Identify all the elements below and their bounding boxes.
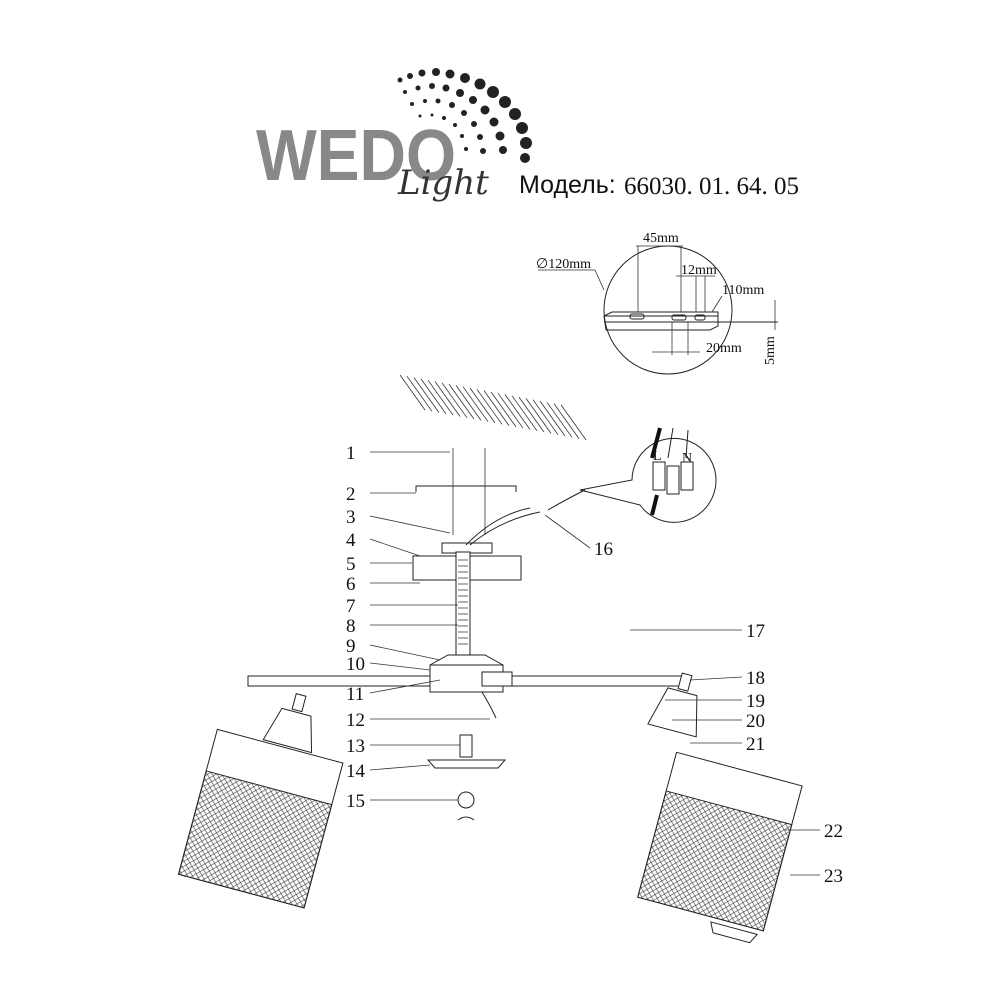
callout-9: 9 [346,636,356,657]
hatch-line [560,404,587,441]
callout-13: 13 [346,736,365,757]
hatch-line [518,396,545,433]
hatch-line [539,400,566,437]
hatch-line [413,377,440,413]
callout-20: 20 [746,711,765,732]
hatch-line [469,387,496,424]
callout-16: 16 [594,539,613,560]
fixture-assembly [177,448,803,944]
hatch-line [546,402,573,438]
callout-14: 14 [346,761,366,782]
hatch-line [483,390,510,426]
callout-8: 8 [346,616,356,637]
leader-line [369,764,431,771]
hatch-line [462,386,489,422]
hatch-line [553,403,580,439]
callout-17: 17 [746,621,765,642]
live-terminal-label: L [653,449,662,464]
callout-19: 19 [746,691,765,712]
dim-hole-spacing: 45mm [643,231,679,246]
wiring-detail: L N [547,427,717,523]
svg-text:Light: Light [397,163,489,203]
callout-7: 7 [346,596,356,617]
callout-15: 15 [346,791,365,812]
hatch-line [490,391,517,428]
hatch-line [532,399,559,435]
leader-line [369,644,441,661]
hatch-line [420,378,447,415]
hatch-line [427,379,454,416]
leader-line [369,662,431,671]
hatch-line [434,381,461,417]
model-number: 66030. 01. 64. 05 [624,173,799,200]
hatch-line [525,398,552,434]
hatch-line [455,385,482,421]
callout-10: 10 [346,654,365,675]
hatch-line [441,382,468,419]
dim-thickness: 5mm [763,336,778,365]
leader-line [544,514,591,549]
dim-bracket-length: 110mm [722,283,764,298]
left-shade [177,693,344,909]
callout-6: 6 [346,574,356,595]
right-shade [637,672,803,944]
callout-22: 22 [824,821,843,842]
callout-21: 21 [746,734,765,755]
callout-5: 5 [346,554,356,575]
dim-slot-width: 12mm [681,263,717,278]
hatch-line [399,374,426,411]
callout-23: 23 [824,866,843,887]
hatch-line [406,376,433,412]
dim-slot-offset: 20mm [706,341,742,356]
leader-line [369,538,421,557]
mounting-bracket-detail: ∅120mm 45mm 12mm 110mm 20mm 5mm [536,231,778,375]
callout-4: 4 [346,530,356,551]
ceiling-hatch [399,374,587,441]
svg-text:WEDO: WEDO [256,116,456,196]
callout-1: 1 [346,443,356,464]
callout-3: 3 [346,507,356,528]
neutral-terminal-label: N [682,451,692,466]
leader-line [369,515,451,534]
callout-11: 11 [346,684,364,705]
hatch-line [511,395,538,432]
hatch-line [504,394,531,430]
model-label: Модель: [519,171,616,199]
hatch-line [497,392,524,429]
callout-2: 2 [346,484,356,505]
leader-line [369,679,441,694]
logo-dots [397,68,532,163]
callout-18: 18 [746,668,765,689]
callout-12: 12 [346,710,365,731]
hatch-line [476,389,503,425]
hatch-line [448,383,475,420]
leader-line [689,676,743,681]
dim-diameter: ∅120mm [536,257,591,272]
brand-logo: WEDO Light [256,68,532,203]
